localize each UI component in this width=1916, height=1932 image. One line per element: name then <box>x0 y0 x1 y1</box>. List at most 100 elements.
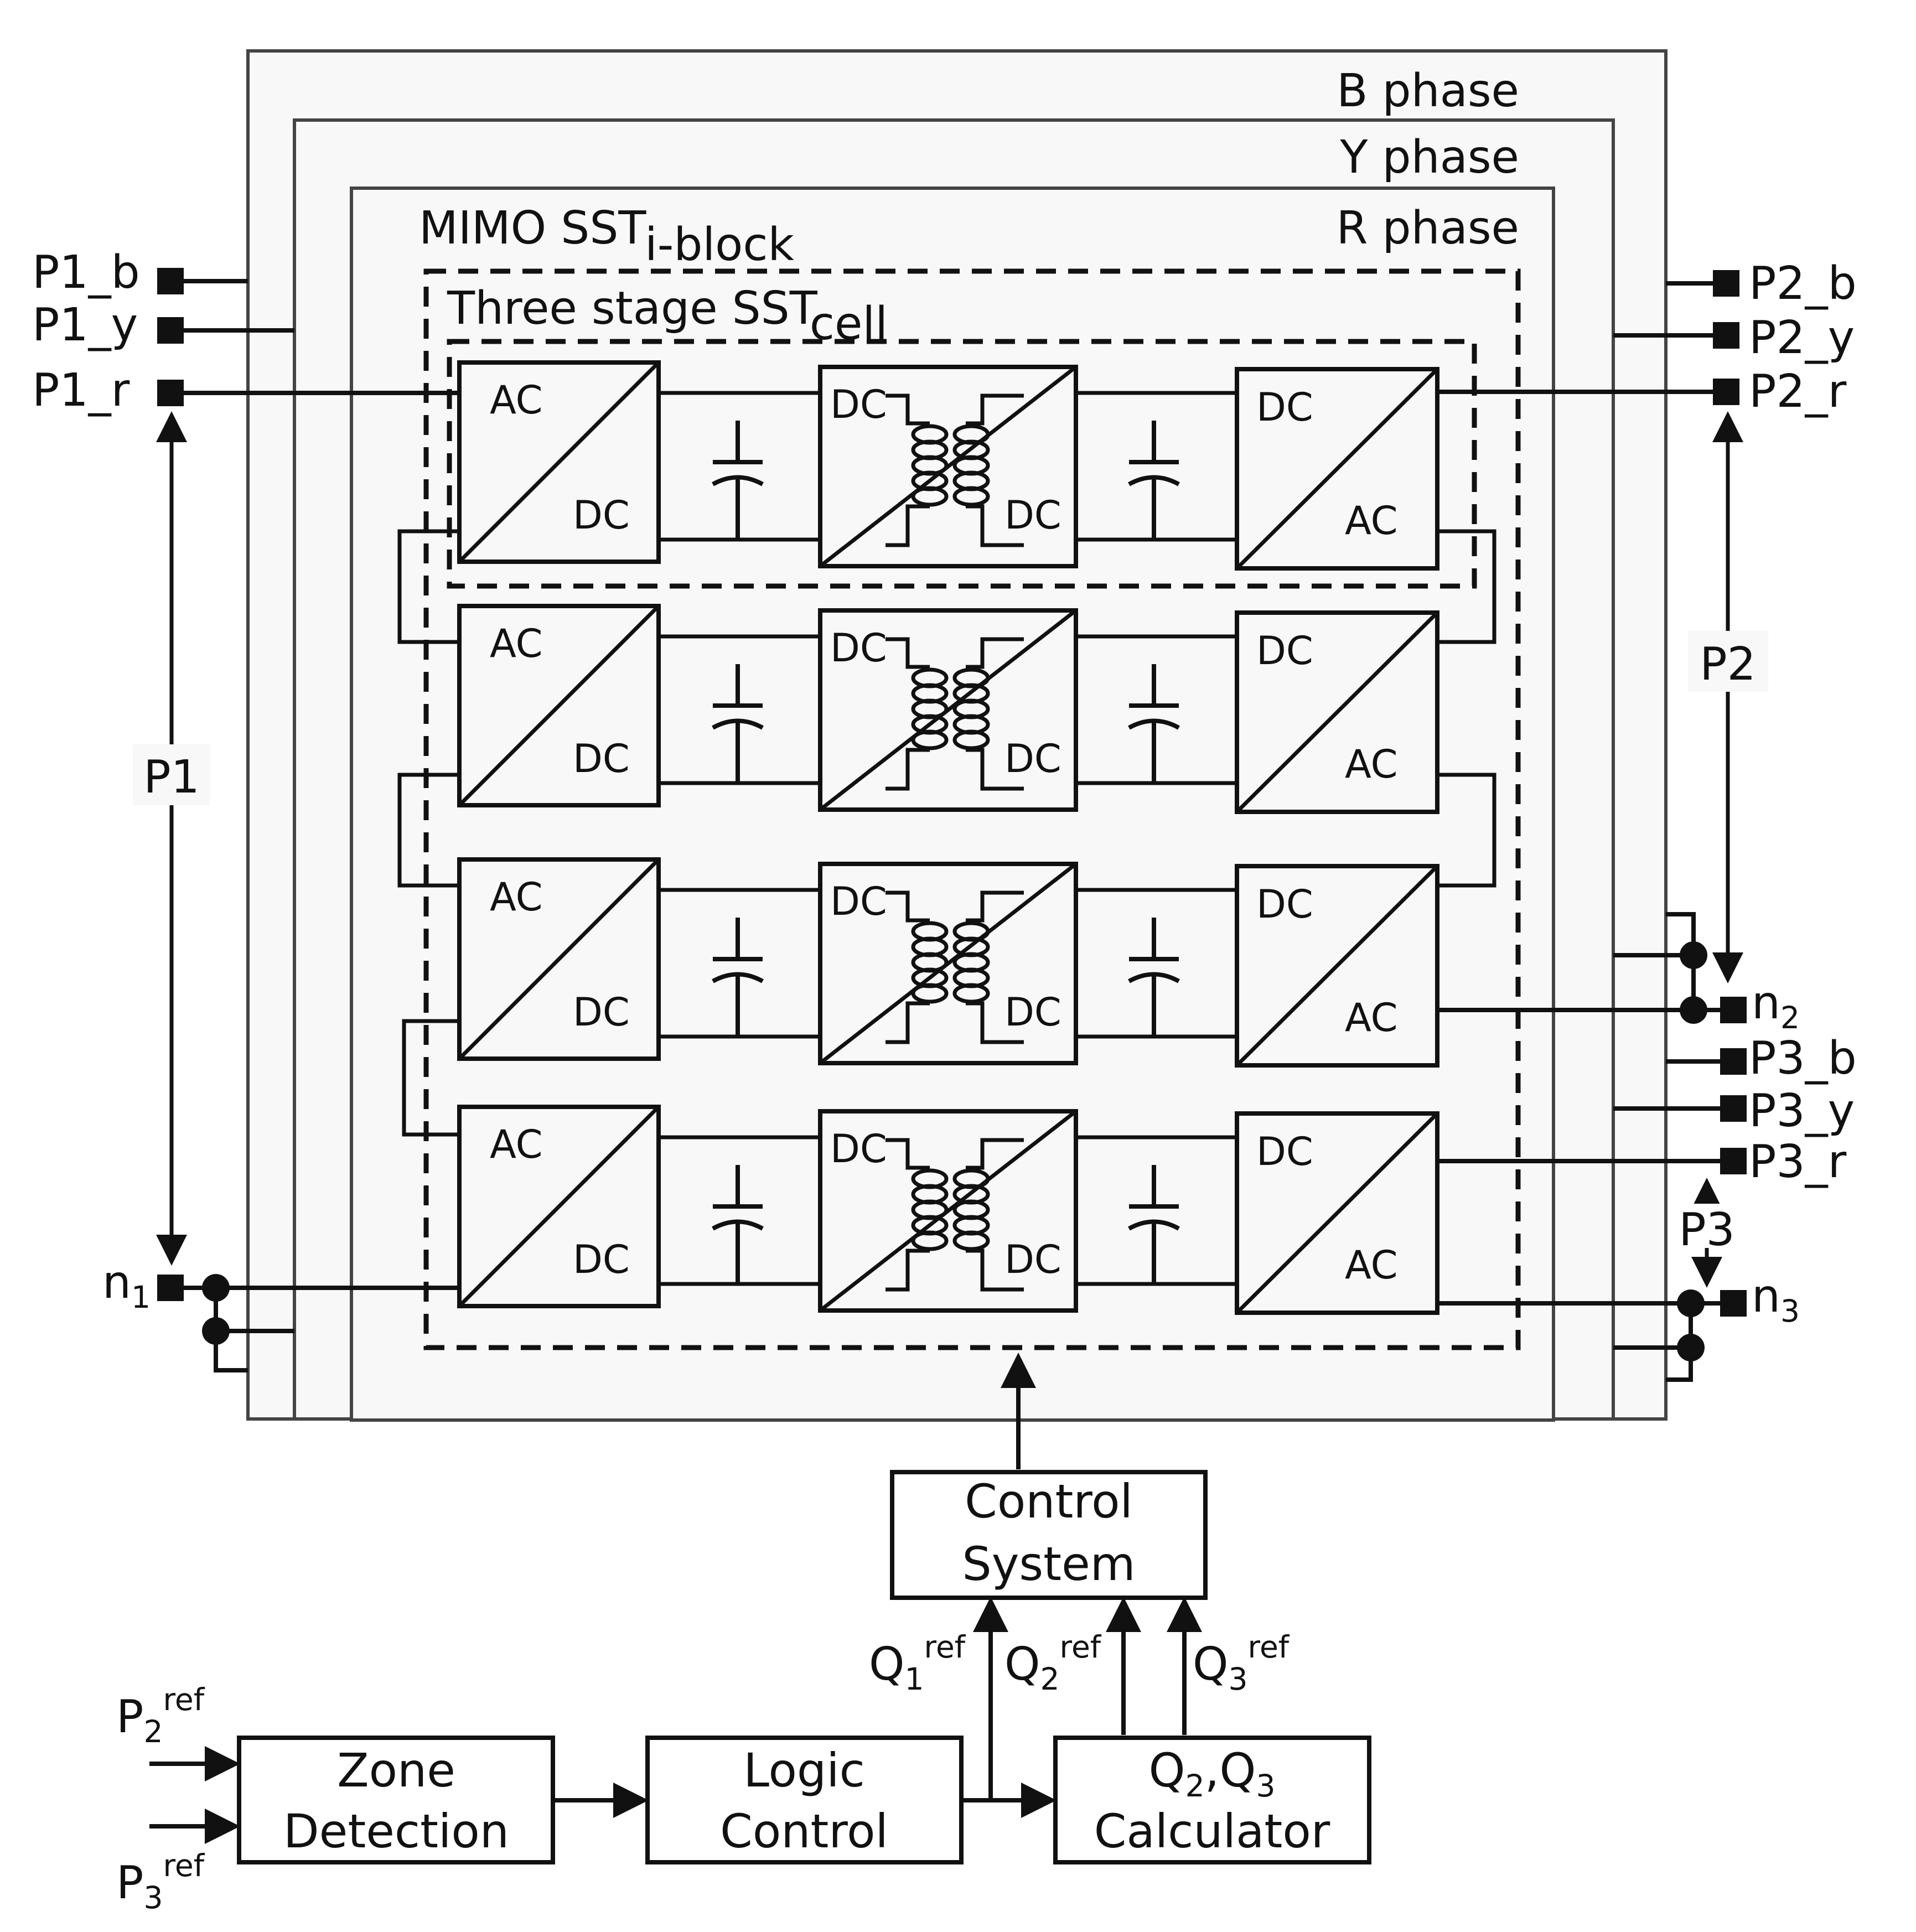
p2-label-backdrop <box>1688 631 1768 692</box>
port-p1-b[interactable] <box>157 268 184 294</box>
converter-dc-label: DC <box>1256 628 1313 674</box>
converter-dc-label: DC <box>1004 1237 1061 1282</box>
port-p1-r[interactable] <box>157 380 184 406</box>
p1-label-backdrop <box>133 744 210 805</box>
port-p1-y[interactable] <box>157 317 184 344</box>
junction-dot <box>1680 996 1707 1024</box>
winding-lead <box>885 1249 930 1292</box>
winding-lead <box>966 393 1024 426</box>
converter-ac-label: AC <box>490 874 543 920</box>
converter-diagonal <box>1235 1112 1439 1314</box>
port-p1-y-label: P1_y <box>32 299 138 351</box>
winding-lead <box>966 1138 1024 1170</box>
converter-diagonal <box>458 1105 660 1308</box>
port-n3[interactable] <box>1720 1290 1747 1317</box>
converter-dc-label: DC <box>830 382 887 427</box>
q2-ref-label: Q2ref <box>1004 1629 1102 1697</box>
port-p3-y[interactable] <box>1720 1095 1747 1122</box>
control-system-line2: System <box>962 1537 1135 1591</box>
converter-dc-label: DC <box>1256 1129 1313 1174</box>
converter-ac-label: AC <box>1345 1242 1398 1288</box>
q1-ref-label: Q1ref <box>869 1629 966 1697</box>
converter-dc-label: DC <box>1256 385 1313 430</box>
converter-diagonal <box>458 858 660 1060</box>
junction-dot <box>1680 941 1707 969</box>
port-p2-r[interactable] <box>1713 379 1739 405</box>
winding-lead <box>885 393 930 426</box>
port-p1-b-label: P1_b <box>32 246 140 299</box>
converter-diagonal <box>1235 864 1439 1067</box>
port-p2-r-label: P2_r <box>1749 365 1847 418</box>
port-p3-b-label: P3_b <box>1749 1032 1857 1085</box>
converter-dc-label: DC <box>573 990 630 1035</box>
port-p3-r[interactable] <box>1720 1148 1747 1174</box>
b-phase-label: B phase <box>1337 65 1519 117</box>
logic-control-block[interactable] <box>645 1736 964 1864</box>
p2-ref-label: P2ref <box>116 1682 205 1749</box>
winding-lead <box>966 890 1024 923</box>
converter-dc-label: DC <box>1256 882 1313 927</box>
q3-ref-label: Q3ref <box>1193 1629 1290 1697</box>
series-connections <box>397 529 1496 1137</box>
converter-ac-label: AC <box>490 377 543 423</box>
port-n2-label: n2 <box>1752 977 1800 1035</box>
zone-detection-line2: Detection <box>283 1804 509 1858</box>
junction-dot <box>202 1317 230 1345</box>
converter-dc-label: DC <box>1004 990 1061 1035</box>
converter-rows: AC DC DC DC DC AC AC DC DC DC DC AC AC DC DC DC DC AC AC DC… <box>457 360 1439 1315</box>
converter-ac-label: AC <box>1345 995 1398 1040</box>
junction-dot <box>1677 1334 1705 1361</box>
converter-dc-label: DC <box>573 736 630 781</box>
port-p2-y[interactable] <box>1713 322 1739 349</box>
port-n2[interactable] <box>1720 997 1747 1023</box>
junction-dot <box>202 1274 230 1302</box>
port-p3-y-label: P3_y <box>1749 1085 1855 1137</box>
converter-ac-label: AC <box>490 1122 543 1167</box>
p3-ref-label: P3ref <box>116 1848 205 1915</box>
port-p3-r-label: P3_r <box>1749 1136 1847 1188</box>
r-phase-label: R phase <box>1337 202 1519 255</box>
q2q3-calculator-line1: Q2,Q3 <box>1149 1743 1276 1804</box>
sst-cell-title: Three stage SSTcell <box>447 282 888 350</box>
winding-lead <box>885 637 930 669</box>
port-n1[interactable] <box>157 1275 184 1301</box>
sst-cell-boundary <box>447 339 1477 589</box>
converter-diagonal <box>458 604 660 807</box>
converter-diagonal <box>1235 611 1439 814</box>
mimo-block-boundary <box>423 268 1521 1350</box>
zone-detection-block[interactable] <box>237 1736 555 1864</box>
port-p2-b[interactable] <box>1713 270 1739 297</box>
converter-dc-label: DC <box>830 879 887 924</box>
converter-ac-label: AC <box>1345 742 1398 787</box>
mimo-sst-title: MIMO SSTi-block <box>419 202 794 271</box>
zone-detection-line1: Zone <box>337 1743 455 1798</box>
port-p2-y-label: P2_y <box>1749 312 1855 364</box>
winding-lead <box>966 637 1024 669</box>
winding-lead <box>885 1001 930 1044</box>
converter-dc-label: DC <box>830 625 887 671</box>
q2q3-calculator-line2: Calculator <box>1094 1804 1330 1858</box>
converter-diagonal <box>458 361 660 563</box>
junction-dot <box>1677 1289 1705 1317</box>
winding-lead <box>885 504 930 547</box>
y-phase-label: Y phase <box>1339 131 1519 184</box>
port-p1-r-label: P1_r <box>32 364 130 417</box>
logic-control-line1: Logic <box>743 1743 865 1798</box>
control-system-block[interactable] <box>890 1470 1208 1600</box>
port-p2-b-label: P2_b <box>1749 257 1857 310</box>
winding-lead <box>885 1138 930 1170</box>
winding-lead <box>885 890 930 923</box>
port-p3-b[interactable] <box>1720 1048 1747 1075</box>
converter-dc-label: DC <box>1004 493 1061 538</box>
port-n3-label: n3 <box>1752 1270 1800 1329</box>
control-system-line1: Control <box>965 1474 1133 1529</box>
winding-lead <box>885 748 930 791</box>
port-n1-label: n1 <box>102 1256 151 1315</box>
converter-ac-label: AC <box>490 621 543 666</box>
converter-dc-label: DC <box>830 1126 887 1172</box>
p2-label: P2 <box>1700 638 1756 691</box>
converter-dc-label: DC <box>573 493 630 538</box>
